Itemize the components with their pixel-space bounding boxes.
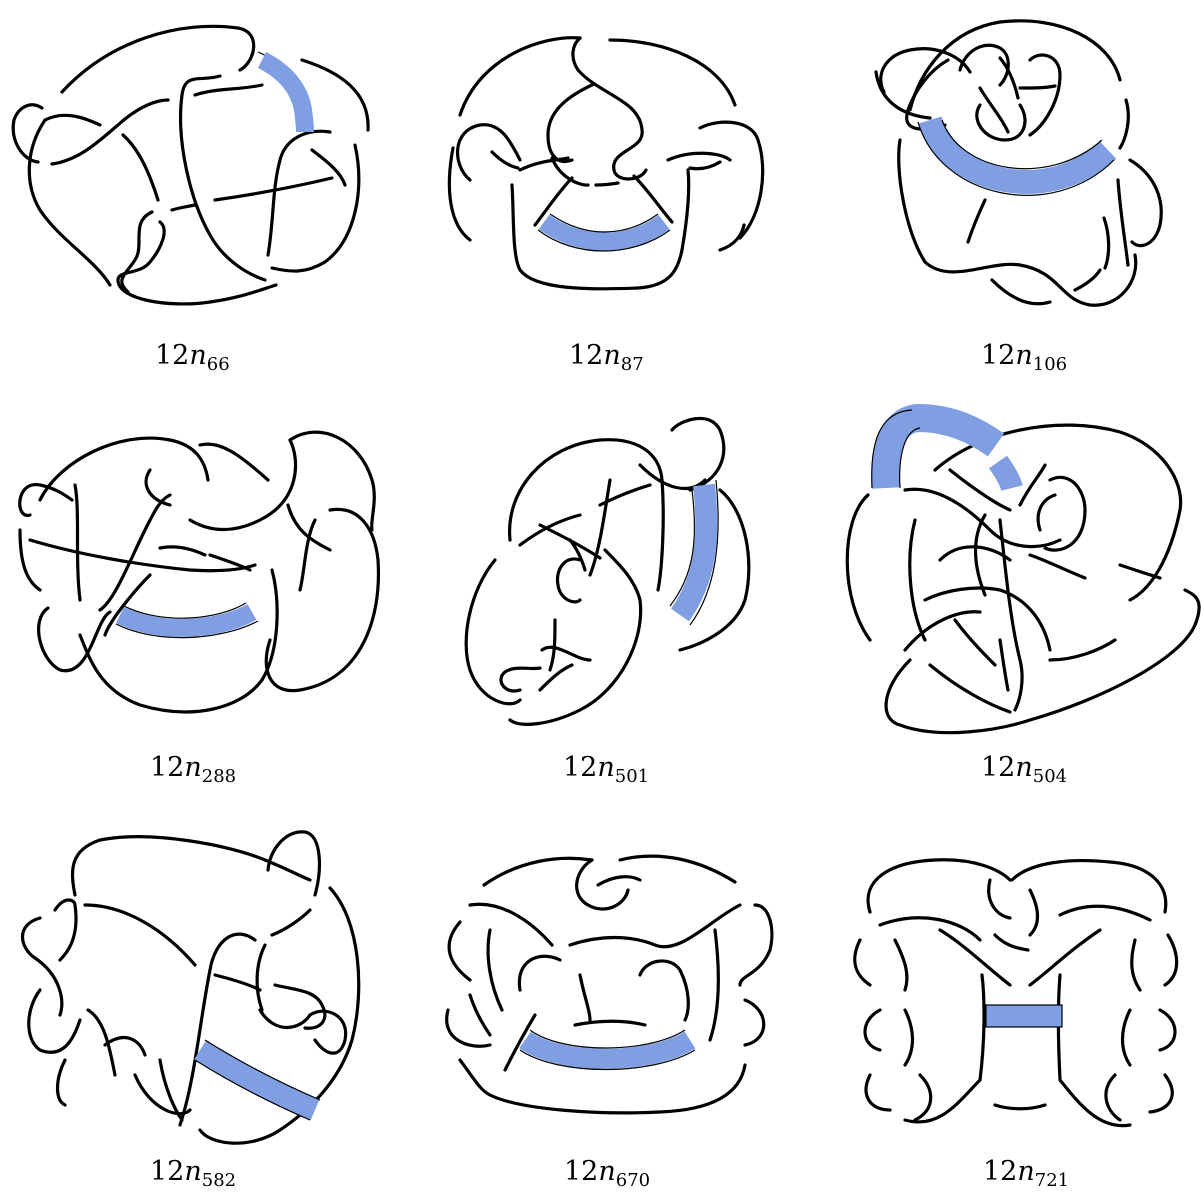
knot-12n670-band [520, 1030, 695, 1070]
knot-12n106-strands [876, 21, 1161, 305]
caption-12n87: 12n87 [569, 340, 644, 375]
knot-12n504-band [872, 410, 1012, 488]
caption-12n288: 12n288 [150, 752, 236, 787]
knot-12n721-band-fill [986, 1005, 1062, 1027]
knot-12n504-band-fill-lower [998, 462, 1012, 488]
knot-12n66-band-fill [262, 60, 305, 132]
knot-12n501-band [670, 480, 718, 625]
knot-12n721-strands [855, 860, 1177, 1126]
knot-panel-12n106: 12n106 [876, 21, 1161, 375]
caption-12n582: 12n582 [150, 1156, 236, 1191]
knot-panel-12n721: 12n721 [855, 860, 1177, 1191]
knot-12n582-band-fill [200, 1050, 315, 1110]
knot-panel-12n87: 12n87 [449, 38, 762, 375]
knot-12n106-band-fill [930, 120, 1108, 182]
caption-12n670: 12n670 [564, 1156, 650, 1191]
knot-panel-12n670: 12n670 [447, 856, 772, 1191]
knot-12n582-band [195, 1040, 320, 1120]
caption-12n721: 12n721 [983, 1156, 1069, 1191]
caption-12n66: 12n66 [155, 340, 230, 375]
knot-12n721-band [986, 1005, 1062, 1027]
knot-12n66-band [258, 52, 312, 132]
knot-12n66-strands [13, 26, 368, 304]
knot-panel-12n501: 12n501 [466, 418, 749, 787]
caption-12n504: 12n504 [981, 752, 1067, 787]
knot-12n288-band-fill [120, 612, 252, 628]
knot-12n288-strands [20, 432, 379, 712]
knot-12n670-strands [447, 856, 772, 1113]
knot-panel-12n66: 12n66 [13, 26, 368, 375]
knot-12n87-band [538, 214, 670, 251]
knot-panel-12n504: 12n504 [847, 410, 1199, 787]
knot-panel-12n582: 12n582 [23, 832, 359, 1191]
knot-12n106-band [918, 120, 1114, 195]
knot-12n670-band-fill [525, 1040, 690, 1059]
caption-12n106: 12n106 [981, 340, 1067, 375]
caption-12n501: 12n501 [563, 752, 649, 787]
knot-12n288-band [116, 603, 258, 638]
knot-panel-12n288: 12n288 [20, 432, 379, 787]
